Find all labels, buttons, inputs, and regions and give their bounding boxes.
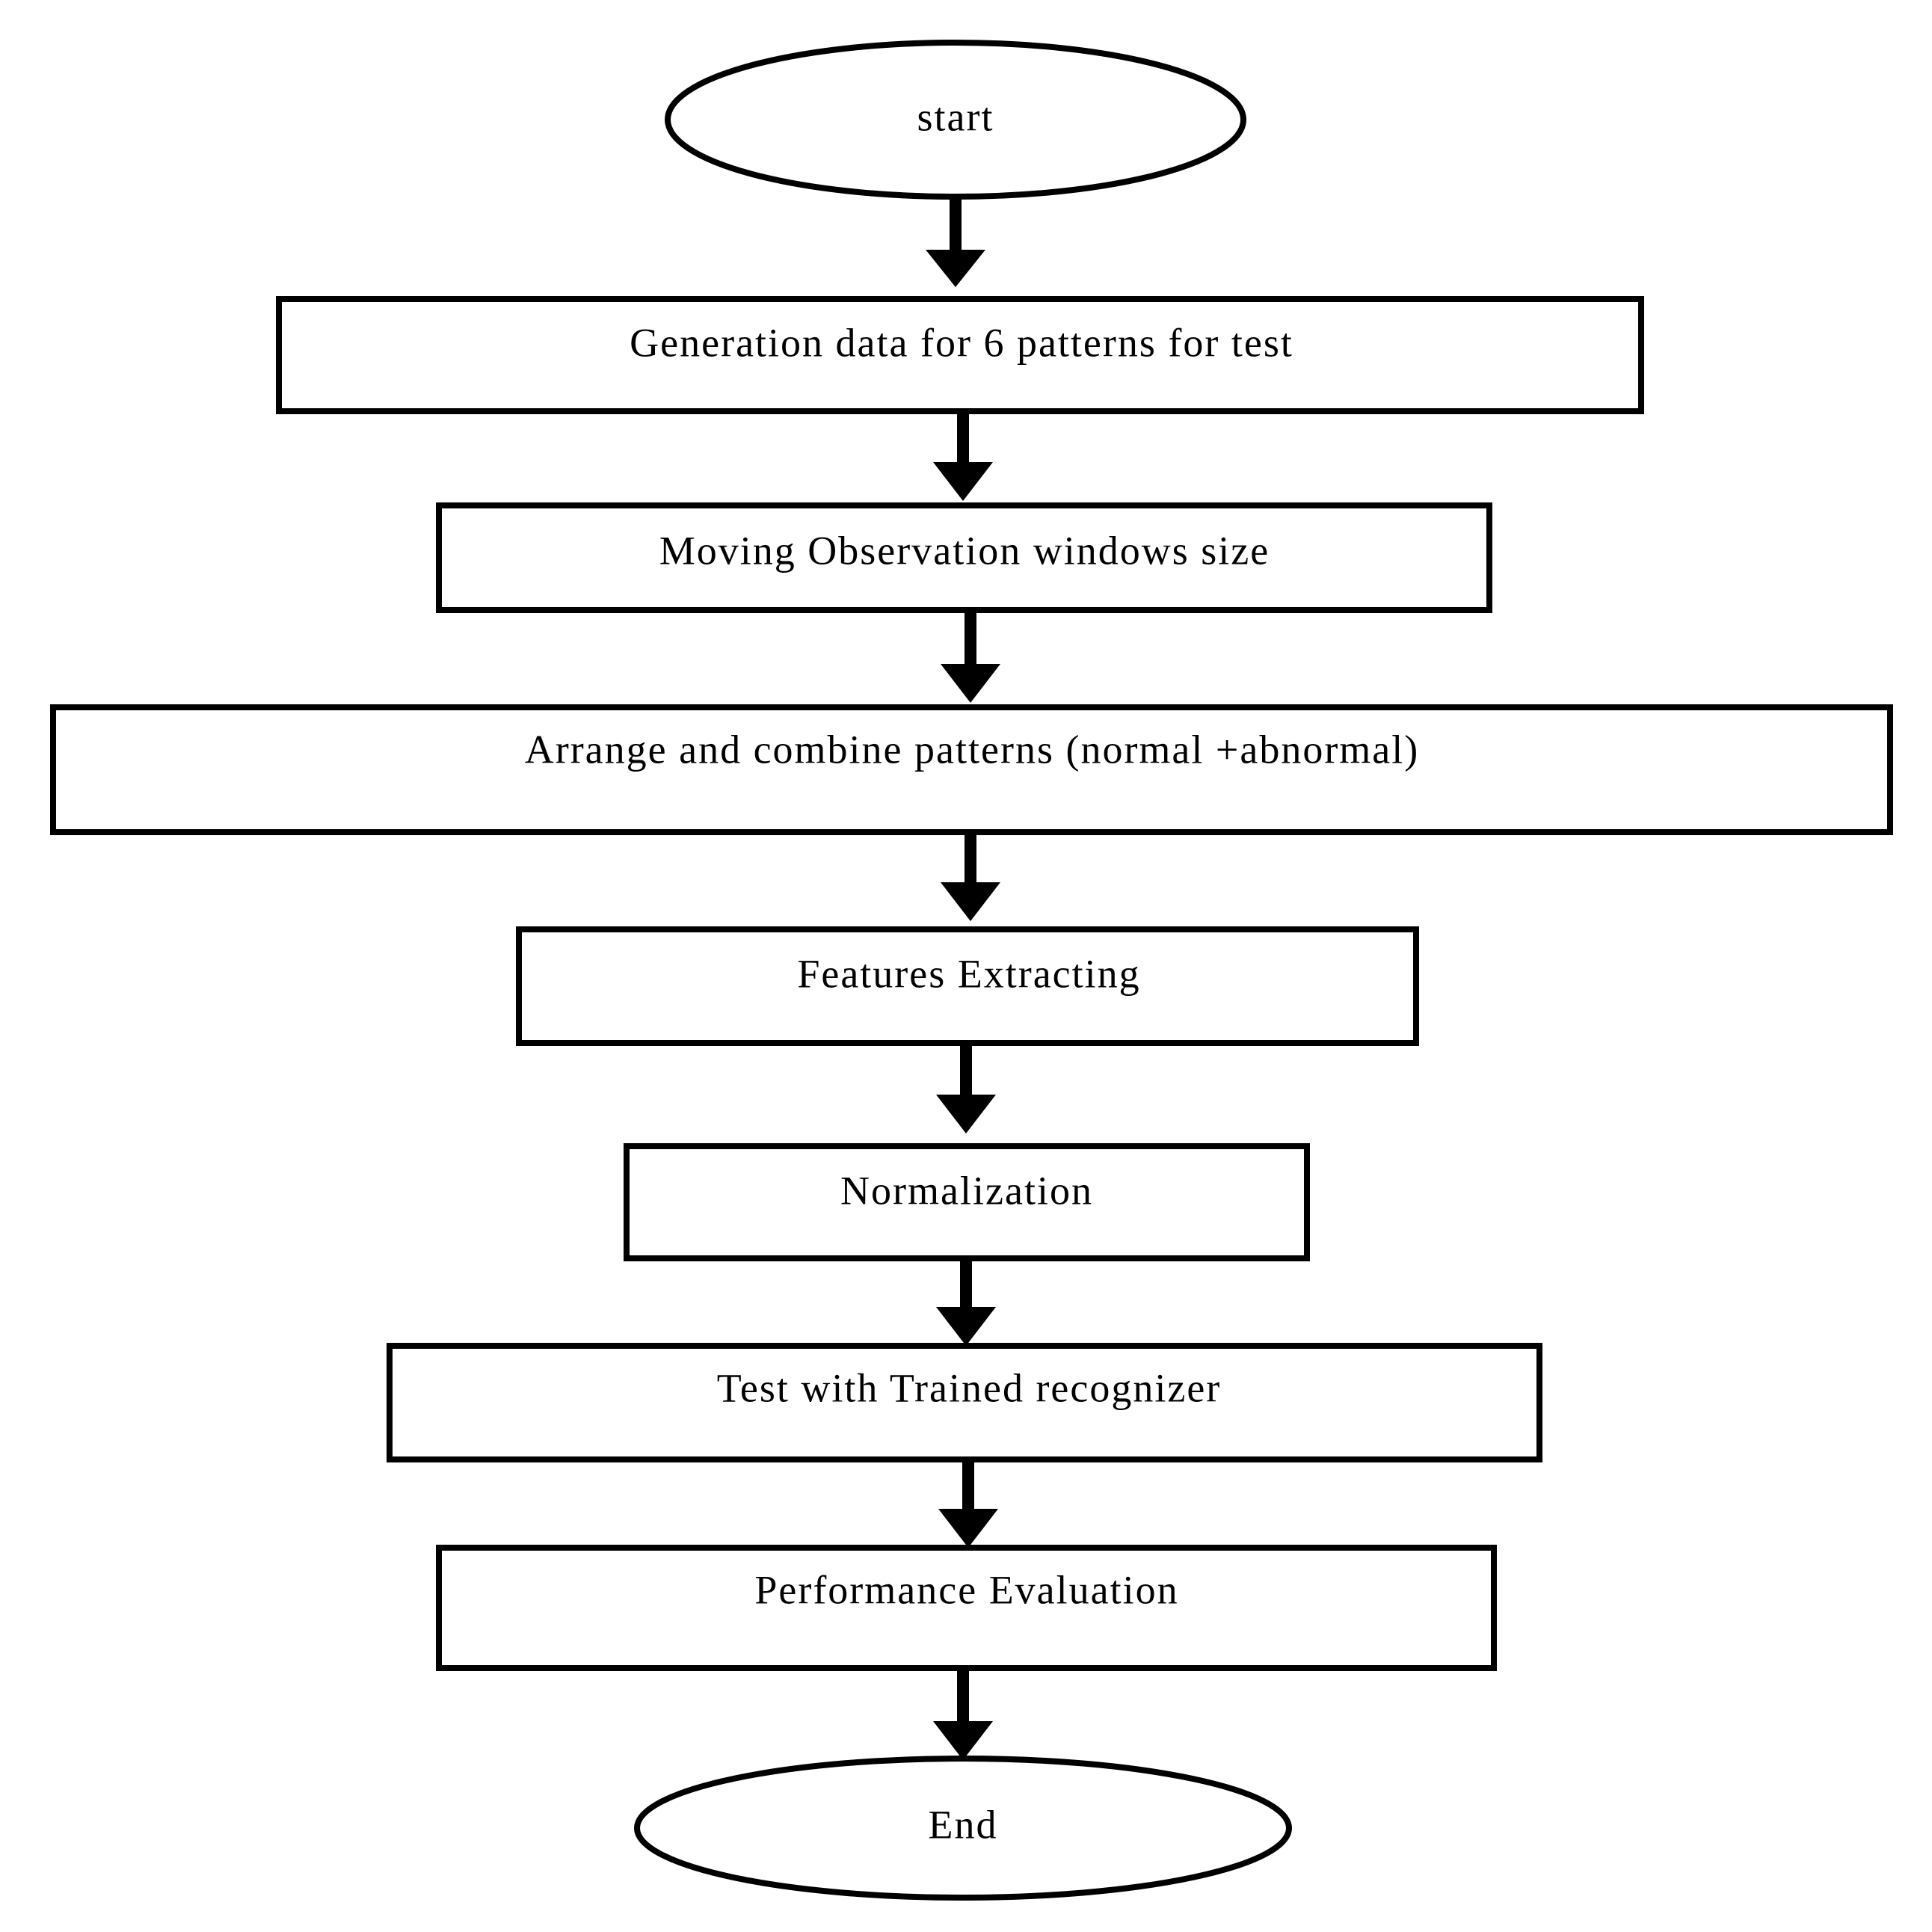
- arrow-generation-to-moving-window: [933, 411, 993, 501]
- arrow-test-to-performance: [938, 1462, 998, 1548]
- performance-label: Performance Evaluation: [754, 1567, 1178, 1612]
- features-label: Features Extracting: [797, 951, 1140, 996]
- arrange-combine-node: Arrange and combine patterns (normal +ab…: [50, 704, 1893, 835]
- features-node: Features Extracting: [516, 926, 1419, 1046]
- moving-window-node: Moving Observation windows size: [436, 502, 1492, 613]
- arrow-arrange-combine-to-features: [941, 834, 1000, 921]
- arrow-performance-to-end: [933, 1670, 993, 1760]
- flow-arrows: [926, 196, 1000, 1760]
- performance-node: Performance Evaluation: [436, 1545, 1497, 1671]
- test-label: Test with Trained recognizer: [717, 1365, 1222, 1410]
- moving-window-label: Moving Observation windows size: [659, 528, 1270, 573]
- arrange-combine-label: Arrange and combine patterns (normal +ab…: [525, 727, 1420, 772]
- end-label: End: [929, 1802, 998, 1847]
- end-node: End: [634, 1756, 1292, 1901]
- start-node: start: [665, 40, 1246, 200]
- start-label: start: [917, 94, 994, 139]
- normalization-node: Normalization: [624, 1143, 1310, 1261]
- normalization-label: Normalization: [840, 1168, 1093, 1213]
- arrow-normalization-to-test: [936, 1261, 996, 1346]
- arrow-features-to-normalization: [936, 1045, 996, 1133]
- arrow-start-to-generation: [926, 196, 985, 287]
- arrow-moving-window-to-arrange-combine: [941, 613, 1000, 703]
- generation-label: Generation data for 6 patterns for test: [630, 320, 1293, 365]
- generation-node: Generation data for 6 patterns for test: [276, 296, 1644, 414]
- test-node: Test with Trained recognizer: [387, 1343, 1542, 1462]
